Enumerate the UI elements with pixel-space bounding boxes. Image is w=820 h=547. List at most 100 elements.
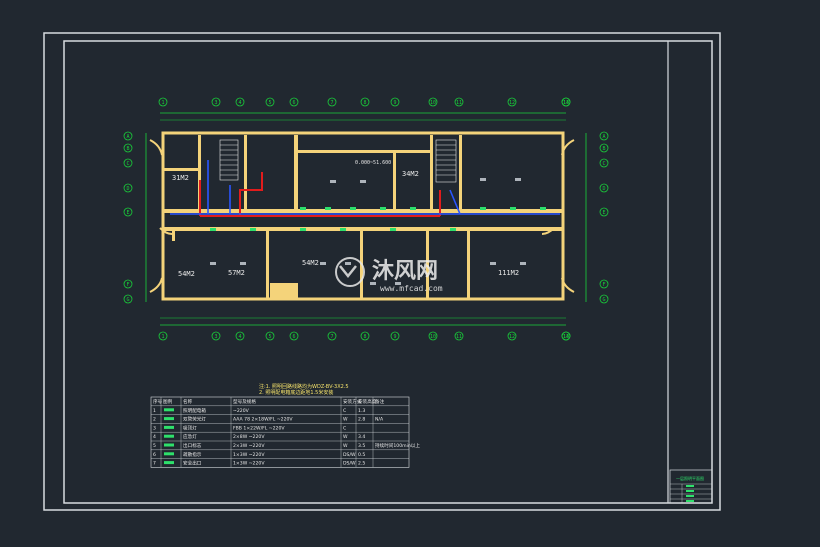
legend-row-spec: ~220V (233, 408, 250, 414)
bottom-axis-9-circle (454, 331, 464, 341)
right-axis-6-circle (599, 294, 609, 304)
top-axis-10-circle (507, 97, 517, 107)
bottom-axis-4-circle (289, 331, 299, 341)
legend-row-mount: C (343, 425, 346, 431)
right-axis-0-circle (599, 131, 609, 141)
top-axis-4-circle (289, 97, 299, 107)
left-axis-3-label: D (126, 186, 129, 192)
left-axis-3-circle (123, 183, 133, 193)
top-axis-4-label: 6 (292, 100, 295, 106)
bottom-axis-6-circle (360, 331, 370, 341)
legend-row-mount: W (343, 443, 348, 449)
legend-row-no: 5 (153, 443, 156, 449)
bottom-axis-0-circle (158, 331, 168, 341)
left-axis-2-circle (123, 158, 133, 168)
bottom-axis-2-circle (235, 331, 245, 341)
legend-symbol-icon (164, 434, 174, 438)
watermark: 沐风网 www.mfcad.com (335, 257, 443, 293)
legend-row-name: 吸顶灯 (183, 424, 197, 431)
legend-row-height: 3.4 (358, 434, 365, 440)
top-axis-5-circle (327, 97, 337, 107)
top-axis-1-circle (211, 97, 221, 107)
light-fixtures (210, 207, 546, 231)
room-label-4: 54M2 (178, 270, 195, 278)
power-cables (199, 172, 441, 217)
bottom-axis-10-label: 12 (509, 334, 515, 340)
left-axis-0-circle (123, 131, 133, 141)
legend-symbol-icon (164, 461, 174, 465)
right-axis-2-circle (599, 158, 609, 168)
top-axis-8-circle (428, 97, 438, 107)
top-axis-0-circle (158, 97, 168, 107)
room-label-2: 0.000~51.600 (355, 160, 391, 166)
legend-row-no: 3 (153, 425, 156, 431)
stair-left (219, 139, 239, 181)
legend-row-no: 2 (153, 417, 156, 423)
legend-header: 图例 (163, 398, 173, 405)
right-axis-5-circle (599, 279, 609, 289)
bottom-axis-3-circle (265, 331, 275, 341)
left-axis-5-circle (123, 279, 133, 289)
legend-row-note: N/A (375, 417, 384, 423)
left-axis-4-circle (123, 207, 133, 217)
left-axis-5-label: F (126, 282, 129, 288)
legend-header: 安装方式 (343, 398, 362, 405)
legend-row-name: 应急灯 (183, 433, 197, 440)
legend-symbol-icon (164, 417, 174, 421)
top-axis-9-label: 11 (456, 100, 462, 106)
legend-row-spec: 2×8W ~220V (233, 434, 265, 440)
legend-row-name: 出口标志 (183, 442, 202, 449)
corridor-wall-north (163, 209, 563, 213)
top-axis-12-label: 14 (563, 100, 569, 106)
top-axis-3-label: 5 (268, 100, 271, 106)
legend-row-mount: DS/W (343, 452, 356, 458)
legend-row-name: 双管荧光灯 (183, 416, 206, 423)
stair-right (435, 139, 457, 183)
bottom-axis-9-label: 11 (456, 334, 462, 340)
left-axis-1-circle (123, 143, 133, 153)
legend-row-no: 7 (153, 461, 156, 467)
legend-row-no: 6 (153, 452, 156, 458)
top-axis-0-label: 1 (161, 100, 164, 106)
legend-row-height: 1.3 (358, 408, 365, 414)
watermark-logo-icon (335, 257, 365, 287)
legend-row-note: 持续时间100min以上 (375, 442, 420, 449)
legend-symbol-icon (164, 443, 174, 447)
top-axis-9-circle (454, 97, 464, 107)
legend-header: 备注 (375, 398, 385, 405)
legend-row-no: 1 (153, 408, 156, 414)
title-block-marks (686, 485, 694, 502)
bottom-axis-8-label: 10 (430, 334, 436, 340)
legend-row-height: 3.5 (358, 443, 365, 449)
title-block-rows (670, 483, 712, 503)
bottom-axis-1-label: 3 (214, 334, 217, 340)
legend-symbol-icon (164, 452, 174, 456)
bottom-axis-12-label: 14 (563, 334, 569, 340)
lighting-circuits (170, 160, 560, 215)
right-axis-4-circle (599, 207, 609, 217)
legend-row-name: 照明配电箱 (183, 407, 206, 414)
right-axis-6-label: G (602, 297, 605, 303)
top-axis-6-circle (360, 97, 370, 107)
room-label-6: 54M2 (302, 259, 319, 267)
left-axis-0-label: A (126, 134, 129, 140)
top-axis-8-label: 10 (430, 100, 436, 106)
right-axis-3-circle (599, 183, 609, 193)
legend-row-spec: AAA 78 2×18W/FL ~220V (233, 417, 293, 423)
legend-note-1: 注:1. 照明回路线路均为WDZ-BV-3X2.5 (259, 383, 349, 390)
bottom-axis-1-circle (211, 331, 221, 341)
legend-row-spec: 2×3W ~220V (233, 443, 265, 449)
legend-row-height: 2.8 (358, 417, 365, 423)
bottom-axis-0-label: 1 (161, 334, 164, 340)
top-axis-3-circle (265, 97, 275, 107)
top-axis-1-label: 3 (214, 100, 217, 106)
left-axis-2-label: C (126, 161, 129, 167)
legend-row-spec: 1×3W ~220V (233, 461, 265, 467)
title-block: 一层照明平面图 (669, 469, 713, 504)
